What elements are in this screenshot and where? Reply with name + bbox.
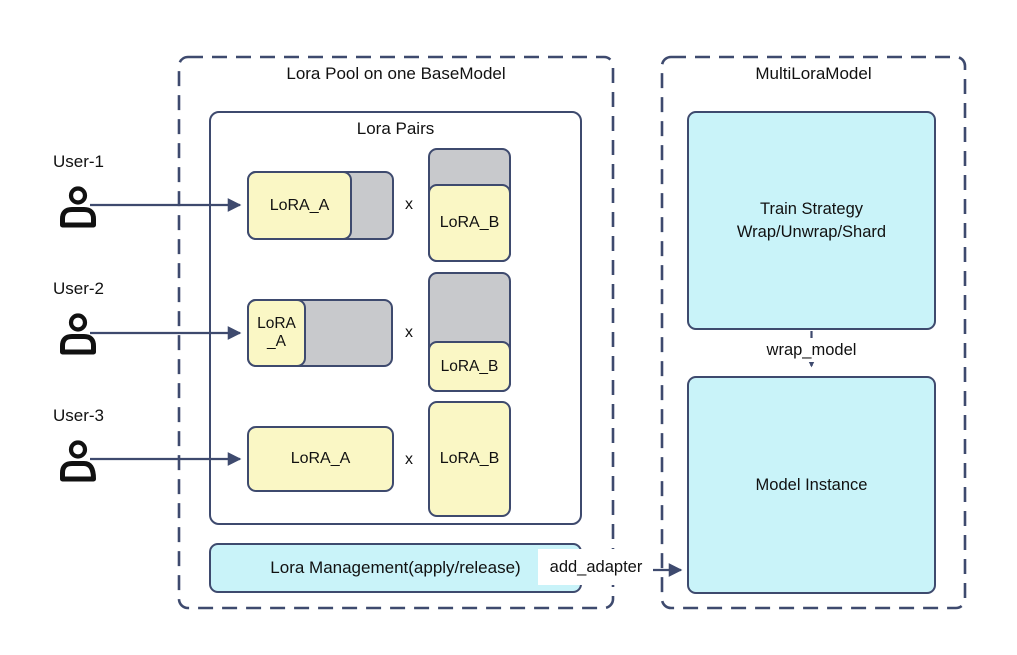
user-2-icon bbox=[60, 313, 96, 355]
row2-lora-b: LoRA_B bbox=[428, 341, 511, 392]
lora-pool-panel-title: Lora Pool on one BaseModel bbox=[286, 64, 506, 83]
user-1-icon bbox=[60, 186, 96, 228]
train-strategy-box: Train Strategy Wrap/Unwrap/Shard bbox=[687, 111, 936, 330]
row3-lora-a: LoRA_A bbox=[247, 426, 394, 492]
row1-lora-b: LoRA_B bbox=[428, 184, 511, 262]
row2-lora-a: LoRA _A bbox=[247, 299, 306, 367]
wrap-model-label: wrap_model bbox=[756, 338, 867, 362]
lora-management-box: Lora Management(apply/release) bbox=[209, 543, 582, 593]
model-instance-box: Model Instance bbox=[687, 376, 936, 594]
add-adapter-label: add_adapter bbox=[538, 549, 654, 585]
user-3-label: User-3 bbox=[53, 406, 105, 425]
user-3-icon bbox=[60, 440, 96, 482]
row3-lora-b: LoRA_B bbox=[428, 401, 511, 517]
row1-multiply-symbol: x bbox=[405, 196, 413, 213]
lora-pairs-title: Lora Pairs bbox=[356, 119, 435, 138]
row2-multiply-symbol: x bbox=[405, 324, 413, 341]
row1-lora-a: LoRA_A bbox=[247, 171, 352, 240]
user-2-label: User-2 bbox=[53, 279, 105, 298]
multi-lora-model-panel-title: MultiLoraModel bbox=[755, 64, 872, 83]
row3-multiply-symbol: x bbox=[405, 451, 413, 468]
user-1-label: User-1 bbox=[53, 152, 105, 171]
